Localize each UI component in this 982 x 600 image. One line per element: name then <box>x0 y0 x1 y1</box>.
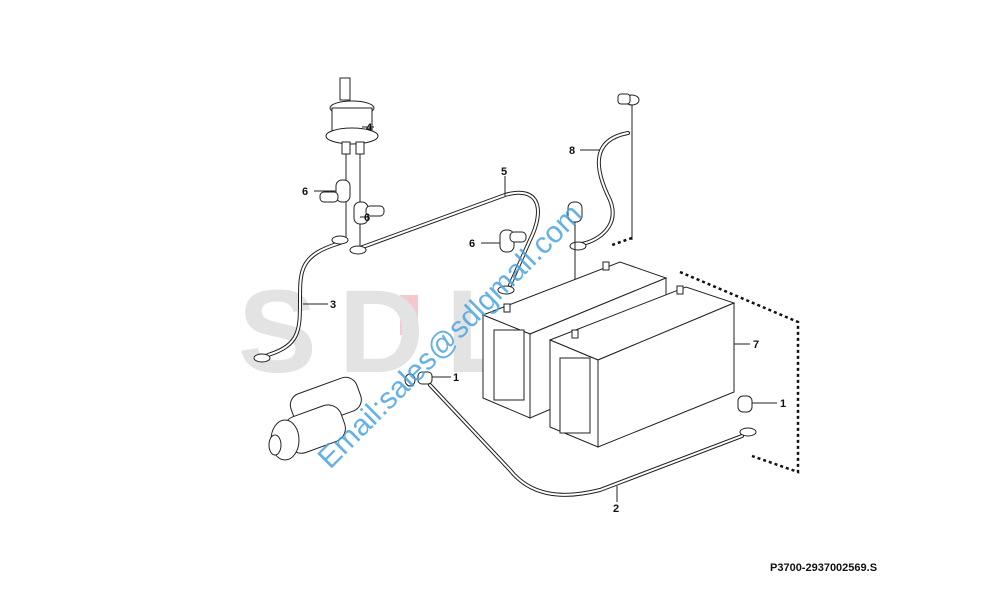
terminal-cap <box>353 201 385 225</box>
callout-6: 6 <box>302 186 308 198</box>
callout-3: 3 <box>330 299 336 311</box>
callout-2: 2 <box>613 503 619 515</box>
terminal-cap <box>319 179 351 203</box>
callout-5: 5 <box>501 166 507 178</box>
callout-8: 8 <box>569 145 575 157</box>
cable-3 <box>253 235 349 363</box>
callout-6: 6 <box>469 238 475 250</box>
callout-6: 6 <box>364 212 370 224</box>
callout-7: 7 <box>753 339 759 351</box>
callout-4: 4 <box>366 122 373 134</box>
cable-5 <box>349 190 540 295</box>
battery-switch <box>325 77 379 250</box>
drawing-code: P3700-2937002569.S <box>770 562 878 574</box>
callout-1: 1 <box>453 372 459 384</box>
battery <box>548 285 736 448</box>
cable-8 <box>569 93 640 330</box>
callout-1: 1 <box>780 398 786 410</box>
cable-2 <box>404 371 757 497</box>
terminal-cap <box>499 229 527 253</box>
starter-motor <box>268 376 362 461</box>
leader-lines <box>303 126 777 502</box>
